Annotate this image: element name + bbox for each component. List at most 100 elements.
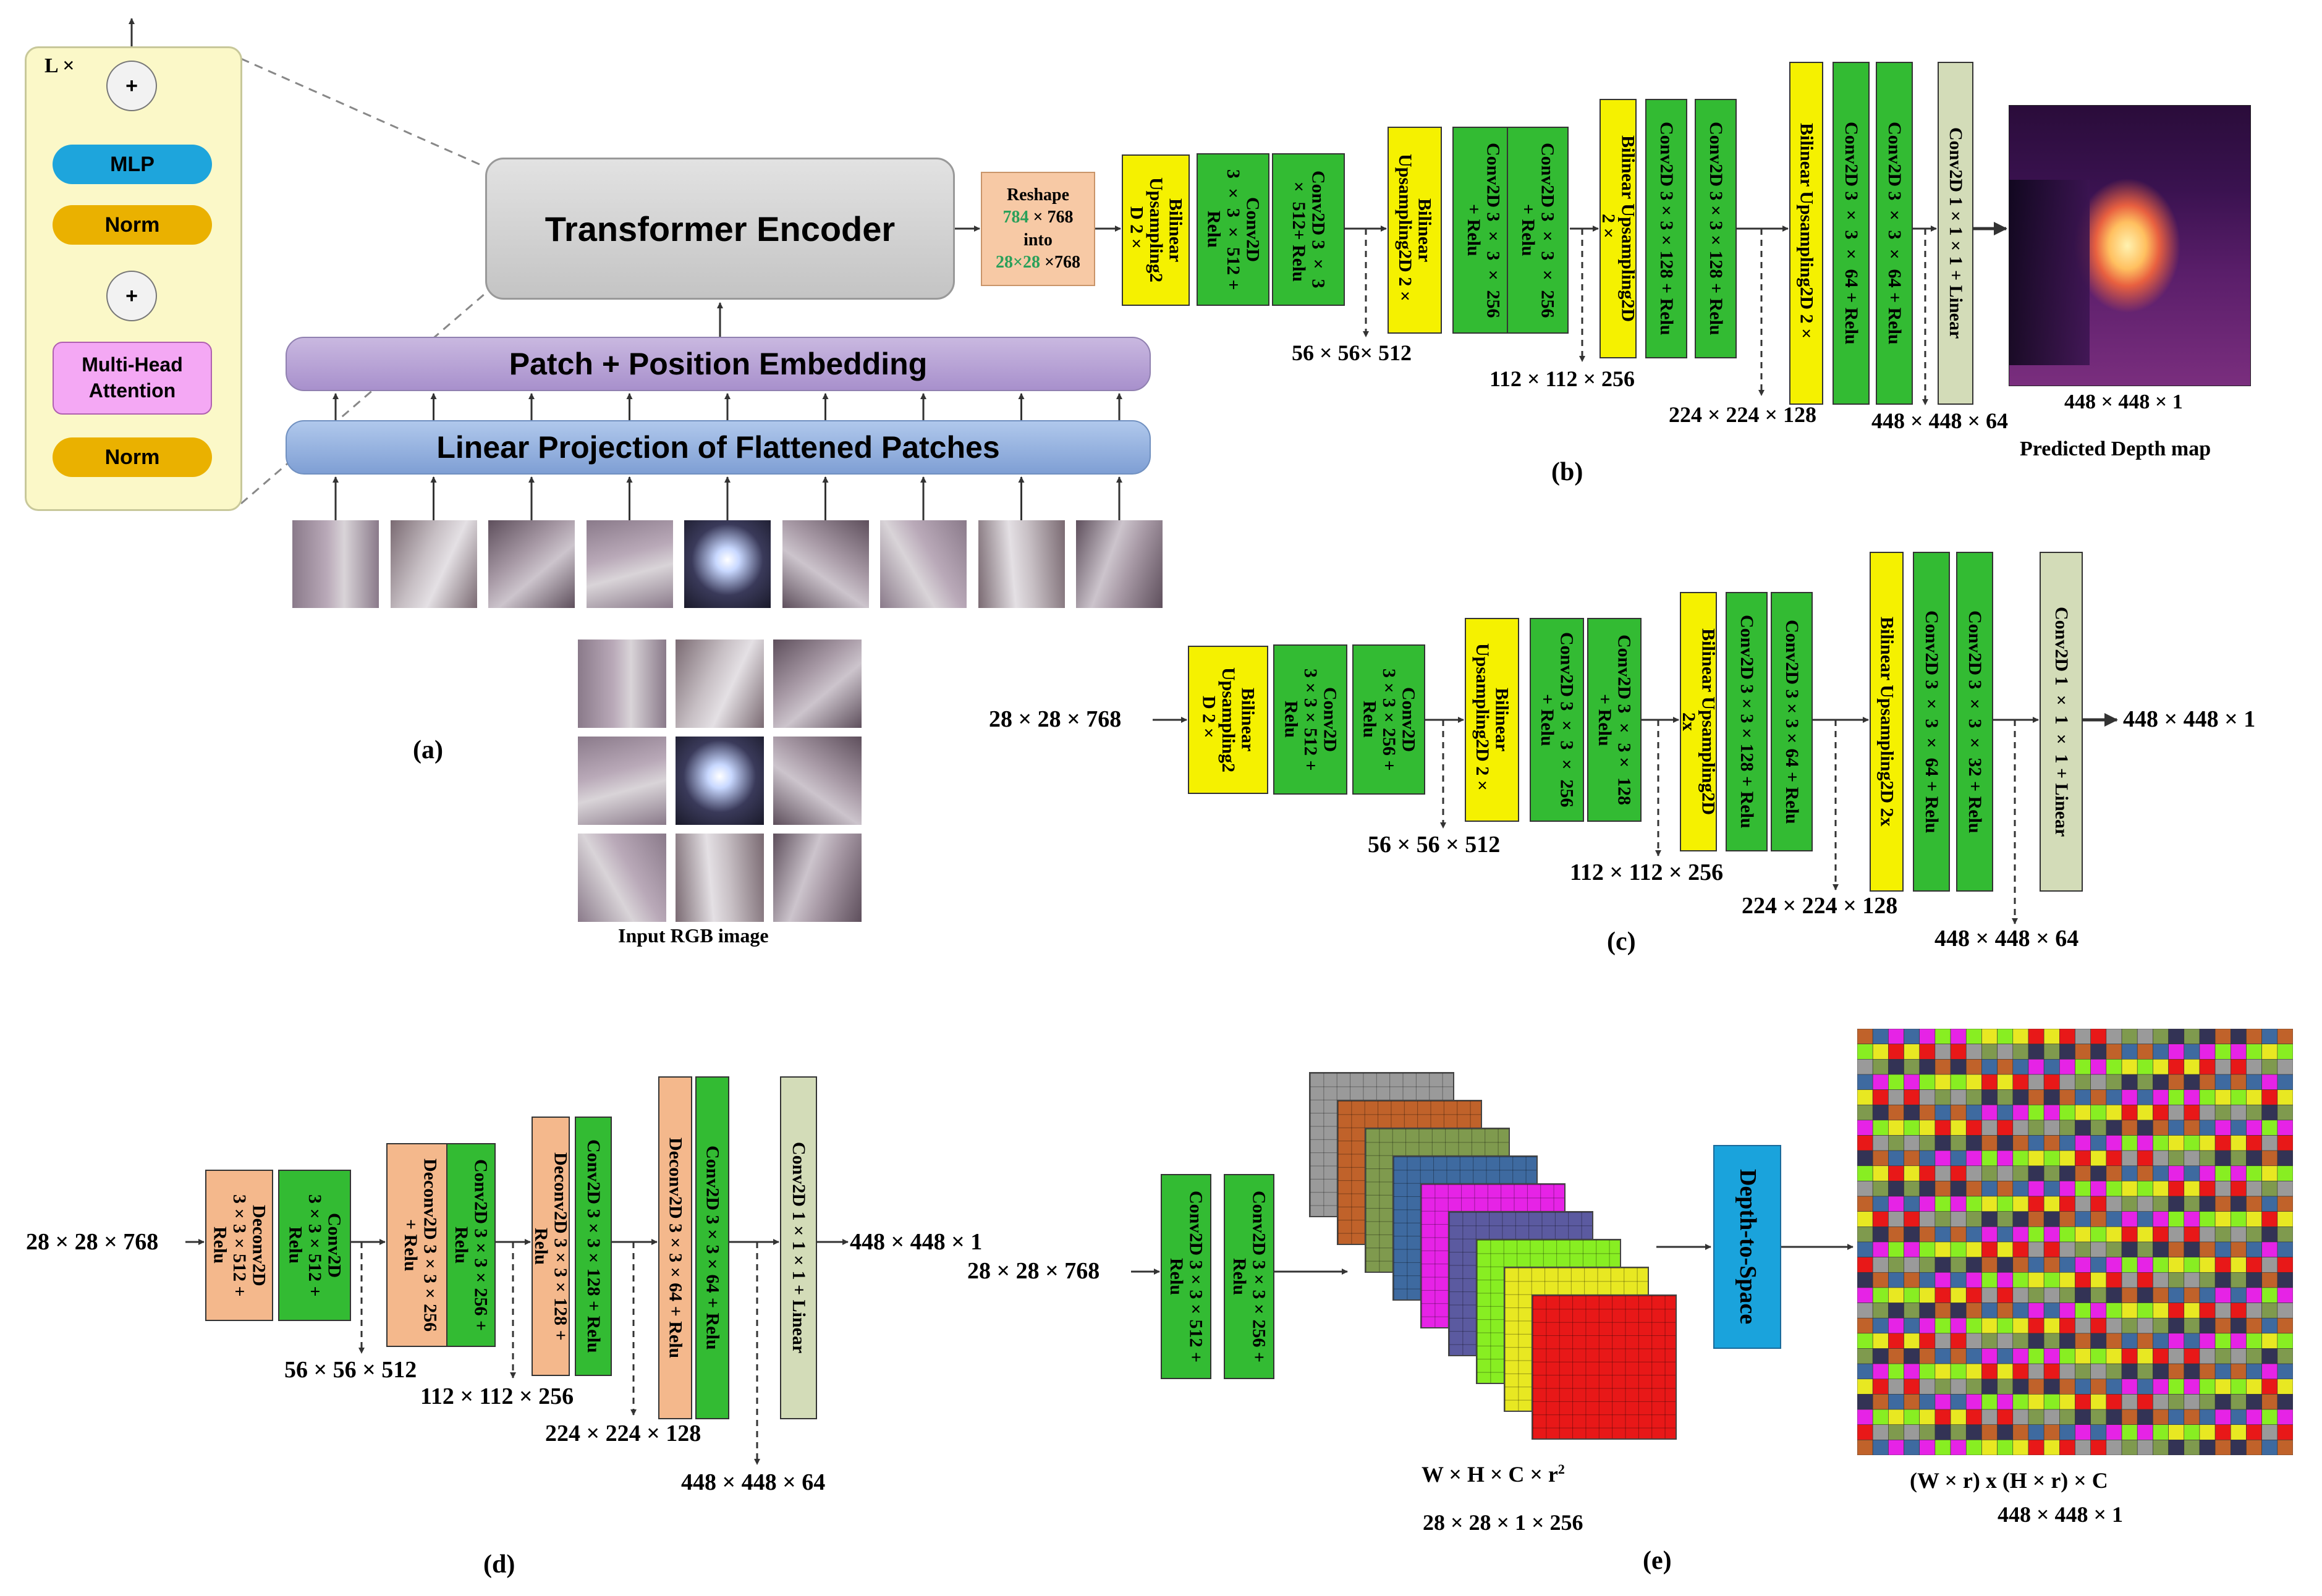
mosaic-cell bbox=[2214, 1257, 2231, 1273]
mosaic-cell bbox=[2121, 1120, 2138, 1136]
mosaic-cell bbox=[2214, 1394, 2231, 1410]
mosaic-cell bbox=[2137, 1165, 2153, 1181]
mosaic-cell bbox=[2043, 1058, 2060, 1075]
mosaic-cell bbox=[2230, 1287, 2247, 1303]
b-block-label: Conv2D 3×3×128 + Relu bbox=[1705, 122, 1726, 336]
mosaic-cell bbox=[2028, 1181, 2044, 1197]
mosaic-cell bbox=[1904, 1409, 1920, 1425]
mosaic-cell bbox=[2214, 1181, 2231, 1197]
depth-left-wall bbox=[2009, 180, 2090, 365]
mosaic-cell bbox=[1934, 1104, 1951, 1121]
mosaic-cell bbox=[2214, 1120, 2231, 1136]
mosaic-cell bbox=[1981, 1303, 1998, 1319]
mosaic-cell bbox=[2121, 1317, 2138, 1334]
mosaic-cell bbox=[2137, 1227, 2153, 1243]
mosaic-cell bbox=[1857, 1150, 1873, 1167]
mosaic-cell bbox=[2153, 1272, 2169, 1288]
mosaic-cell bbox=[2277, 1120, 2293, 1136]
mosaic-cell bbox=[1857, 1272, 1873, 1288]
mosaic-cell bbox=[2059, 1287, 2075, 1303]
mosaic-cell bbox=[2137, 1303, 2153, 1319]
mosaic-cell bbox=[2199, 1440, 2216, 1455]
b-block-label: Conv2D 3 × 3 × 64 + Relu bbox=[1841, 122, 1862, 345]
c-block-label: Conv2D 3 × 3 × 32 + Relu bbox=[1964, 610, 1985, 834]
mosaic-cell bbox=[2090, 1196, 2107, 1212]
mosaic-cell bbox=[2184, 1227, 2200, 1243]
mosaic-cell bbox=[2277, 1257, 2293, 1273]
mosaic-cell bbox=[2168, 1089, 2185, 1105]
mosaic-cell bbox=[2277, 1424, 2293, 1440]
mosaic-cell bbox=[2121, 1241, 2138, 1257]
mosaic-cell bbox=[2199, 1058, 2216, 1075]
mosaic-cell bbox=[1857, 1104, 1873, 1121]
mosaic-cell bbox=[2199, 1227, 2216, 1243]
mosaic-cell bbox=[1904, 1348, 1920, 1364]
mosaic-cell bbox=[1919, 1104, 1936, 1121]
mosaic-cell bbox=[1965, 1287, 1982, 1303]
d-block-6: Conv2D 3×3×128 + Relu bbox=[575, 1117, 612, 1376]
mosaic-cell bbox=[1965, 1241, 1982, 1257]
mosaic-cell bbox=[1888, 1196, 1904, 1212]
mosaic-cell bbox=[1919, 1272, 1936, 1288]
b-block-10: Bilinear Upsampling2D 2× bbox=[1789, 62, 1823, 405]
c-block-label: Bilinear Upsampling2D 2x bbox=[1876, 617, 1897, 827]
c-block-label: Conv2D 1 × 1 × 1 + Linear bbox=[2051, 606, 2072, 837]
mosaic-cell bbox=[1904, 1333, 1920, 1349]
mosaic-cell bbox=[2199, 1029, 2216, 1044]
mosaic-cell bbox=[2261, 1333, 2278, 1349]
mosaic-cell bbox=[1950, 1424, 1967, 1440]
mosaic-cell bbox=[2043, 1440, 2060, 1455]
mosaic-cell bbox=[2199, 1104, 2216, 1121]
mosaic-cell bbox=[2153, 1196, 2169, 1212]
mosaic-cell bbox=[1872, 1211, 1889, 1227]
c-block-11: Conv2D 3 × 3 × 64 + Relu bbox=[1913, 552, 1950, 892]
d-dim-4: 448 × 448 × 64 bbox=[681, 1469, 826, 1495]
mosaic-cell bbox=[2277, 1150, 2293, 1167]
mosaic-cell bbox=[2137, 1181, 2153, 1197]
mosaic-cell bbox=[2059, 1272, 2075, 1288]
zoom-line bbox=[240, 57, 486, 168]
mosaic-cell bbox=[2246, 1333, 2262, 1349]
mosaic-cell bbox=[2261, 1409, 2278, 1425]
mosaic-cell bbox=[2184, 1379, 2200, 1395]
mosaic-cell bbox=[2214, 1333, 2231, 1349]
mosaic-cell bbox=[2246, 1058, 2262, 1075]
mosaic-cell bbox=[1950, 1165, 1967, 1181]
mosaic-cell bbox=[1965, 1044, 1982, 1060]
predicted-depth-map bbox=[2009, 105, 2251, 386]
mosaic-cell bbox=[1872, 1044, 1889, 1060]
mosaic-cell bbox=[2106, 1379, 2122, 1395]
d-dim-2: 112 × 112 × 256 bbox=[420, 1383, 574, 1409]
mosaic-cell bbox=[1872, 1104, 1889, 1121]
mosaic-cell bbox=[1919, 1196, 1936, 1212]
mosaic-cell bbox=[2199, 1317, 2216, 1334]
mosaic-cell bbox=[2153, 1120, 2169, 1136]
mosaic-cell bbox=[2246, 1409, 2262, 1425]
mosaic-cell bbox=[1934, 1196, 1951, 1212]
mosaic-cell bbox=[2059, 1241, 2075, 1257]
mosaic-cell bbox=[2277, 1089, 2293, 1105]
mosaic-cell bbox=[2246, 1074, 2262, 1090]
mosaic-cell bbox=[2059, 1348, 2075, 1364]
c-block-9: Conv2D 3×3×64 + Relu bbox=[1771, 592, 1813, 851]
mosaic-cell bbox=[2214, 1029, 2231, 1044]
mosaic-cell bbox=[2153, 1044, 2169, 1060]
mosaic-cell bbox=[2106, 1104, 2122, 1121]
mosaic-cell bbox=[1981, 1150, 1998, 1167]
c-dim-3: 224 × 224 × 128 bbox=[1742, 893, 1898, 919]
mosaic-cell bbox=[2214, 1211, 2231, 1227]
mosaic-cell bbox=[2043, 1317, 2060, 1334]
mosaic-cell bbox=[1857, 1257, 1873, 1273]
mosaic-cell bbox=[2168, 1394, 2185, 1410]
input-image-tile bbox=[773, 640, 862, 728]
mosaic-cell bbox=[2261, 1257, 2278, 1273]
mosaic-cell bbox=[2012, 1287, 2029, 1303]
mosaic-cell bbox=[2137, 1074, 2153, 1090]
mosaic-cell bbox=[2043, 1409, 2060, 1425]
mosaic-cell bbox=[2012, 1348, 2029, 1364]
mosaic-cell bbox=[1997, 1211, 2014, 1227]
mosaic-cell bbox=[2261, 1104, 2278, 1121]
mosaic-cell bbox=[1904, 1044, 1920, 1060]
mosaic-cell bbox=[1872, 1241, 1889, 1257]
mosaic-cell bbox=[2106, 1440, 2122, 1455]
